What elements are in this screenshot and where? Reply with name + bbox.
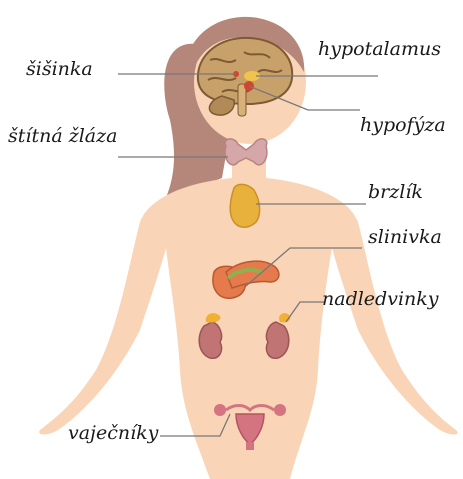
label-slinivka: slinivka: [368, 228, 442, 247]
label-hypotalamus: hypotalamus: [318, 40, 441, 59]
label-nadledvinky: nadledvinky: [322, 290, 439, 309]
label-sisinka: šišinka: [26, 60, 93, 79]
label-hypofyza: hypofýza: [360, 116, 446, 135]
label-stitna-zlaza: štítná žláza: [8, 127, 117, 146]
label-brzlik: brzlík: [368, 183, 423, 202]
thymus-organ: [230, 184, 259, 227]
label-vajecniky: vaječníky: [68, 424, 158, 443]
